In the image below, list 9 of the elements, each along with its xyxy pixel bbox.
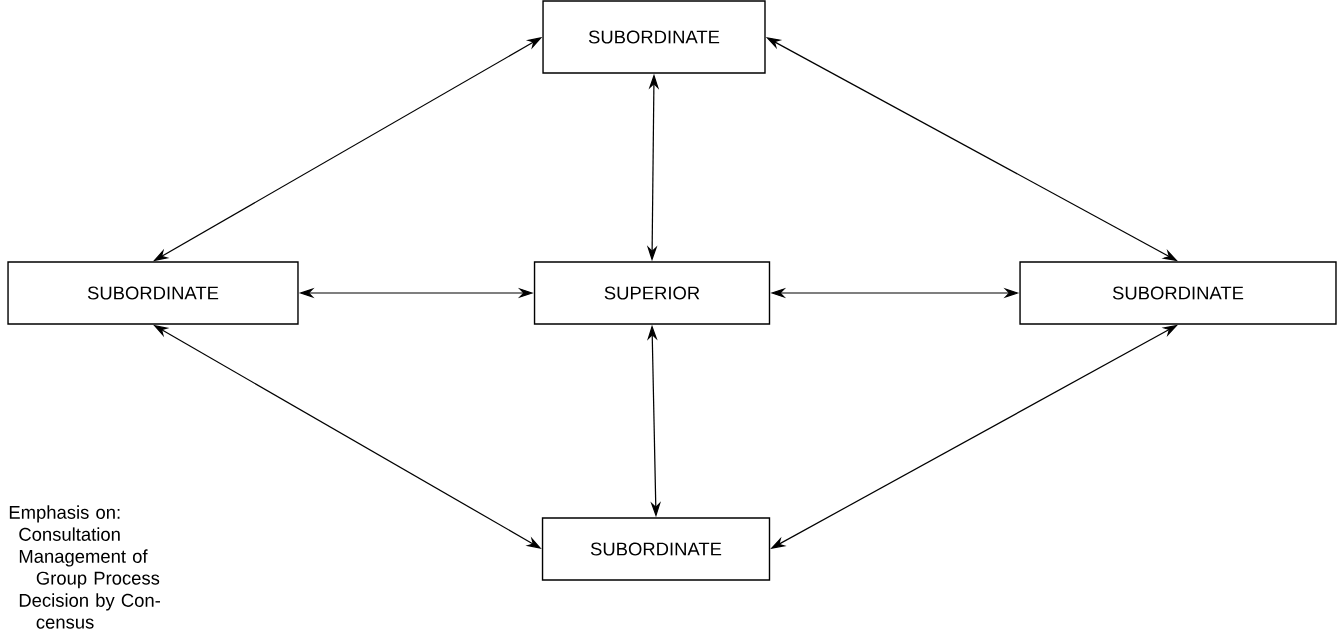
process-box: SUBORDINATE <box>541 517 771 581</box>
note-text: Consultation <box>19 527 120 541</box>
process-box: SUBORDINATE <box>7 261 299 325</box>
note-text: Decision by Con- census <box>19 593 160 629</box>
process-box: SUBORDINATE <box>542 0 766 74</box>
note-text: Emphasis on: <box>9 505 120 523</box>
process-box: SUBORDINATE <box>1019 261 1337 325</box>
process-box: SUPERIOR <box>533 261 771 325</box>
note-text: Management of Group Process <box>19 549 160 589</box>
